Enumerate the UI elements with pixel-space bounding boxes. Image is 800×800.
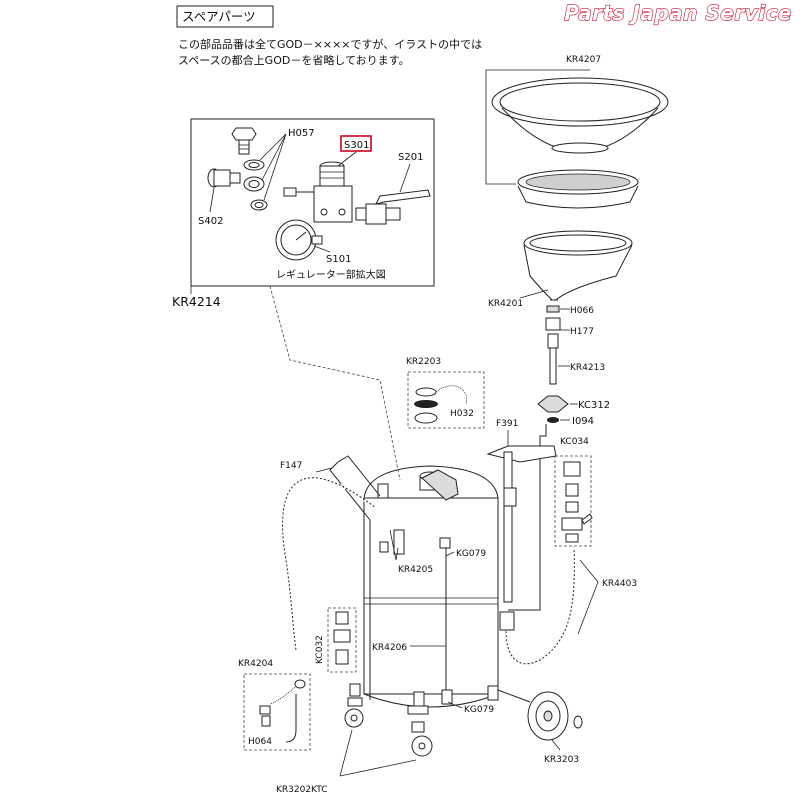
kr3203-wheel: KR3203	[527, 691, 583, 765]
label-f391: F391	[496, 419, 518, 429]
label-kc034: KC034	[560, 437, 589, 447]
section-title: スペアパーツ	[182, 9, 256, 24]
label-kg079-bottom: KG079	[464, 705, 494, 715]
label-kr4204: KR4204	[238, 659, 273, 669]
note-line-1: この部品品番は全てGOD－××××ですが、イラストの中では	[178, 37, 482, 51]
label-i094: I094	[572, 416, 594, 427]
kc034-assembly: KC034	[554, 437, 593, 547]
kc312-knob	[537, 395, 569, 413]
label-s201: S201	[398, 152, 423, 163]
regulator-inset: H057 S301 S201 S402 S101 レギュレーター部拡大図	[190, 118, 435, 287]
label-kr3202ktc: KR3202KTC	[276, 785, 328, 795]
f147-handle: F147	[280, 455, 381, 700]
label-s101: S101	[326, 254, 351, 265]
kc034-frame	[554, 455, 592, 547]
label-h066: H066	[570, 306, 594, 316]
s101-gauge	[275, 219, 323, 261]
s402-fitting	[207, 168, 241, 188]
inset-caption: レギュレーター部拡大図	[276, 268, 386, 281]
label-s301: S301	[344, 140, 369, 151]
label-kr4214: KR4214	[172, 294, 221, 309]
f391-pipe	[503, 451, 513, 603]
label-kr4213: KR4213	[570, 363, 605, 373]
label-s402: S402	[198, 216, 223, 227]
s201-valve	[355, 189, 431, 225]
kr3202ktc-casters: KR3202KTC	[276, 683, 433, 795]
inset-frame	[190, 118, 435, 287]
kr4403-hose: KR4403	[499, 547, 637, 667]
label-h057: H057	[288, 128, 315, 139]
h177-fitting	[545, 317, 561, 331]
tank-body	[363, 465, 531, 715]
label-kg079-top: KG079	[456, 549, 486, 559]
inset-leader-dashed	[269, 285, 401, 481]
brand-logo-text: Parts Japan Service	[564, 1, 792, 25]
s301-highlight-box	[340, 135, 372, 152]
kr2203-cap-inset: KR2203 H032	[406, 357, 485, 429]
s301-regulator	[283, 161, 353, 223]
label-kr4205: KR4205	[398, 565, 433, 575]
h066-fitting	[546, 305, 560, 313]
label-kr4207: KR4207	[566, 55, 601, 65]
label-kr4206: KR4206	[372, 643, 407, 653]
label-h177: H177	[570, 327, 594, 337]
label-h064: H064	[248, 737, 272, 747]
i094-oring	[547, 417, 559, 423]
label-kr4403: KR4403	[602, 579, 637, 589]
bolt-part	[231, 127, 257, 155]
label-kr2203: KR2203	[406, 357, 441, 367]
label-kc312: KC312	[578, 400, 610, 411]
kr4213-pipe	[549, 347, 557, 385]
label-h032: H032	[450, 409, 474, 419]
kc032-assembly: KC032	[315, 607, 357, 673]
air-hose	[282, 477, 377, 651]
note-line-2: スペースの都合上GOD－を省略しております。	[178, 53, 410, 67]
label-kr4201: KR4201	[488, 299, 523, 309]
label-kc032: KC032	[315, 635, 325, 664]
label-f147: F147	[280, 461, 302, 471]
f391-tray	[486, 445, 557, 603]
label-kr3203: KR3203	[544, 755, 579, 765]
kr4204-inset: KR4204 H064	[238, 659, 311, 751]
section-title-box	[176, 5, 274, 28]
funnel-assembly: KR4207 KR4201 H066 H177 KR4213 KC312 I09…	[485, 55, 669, 611]
